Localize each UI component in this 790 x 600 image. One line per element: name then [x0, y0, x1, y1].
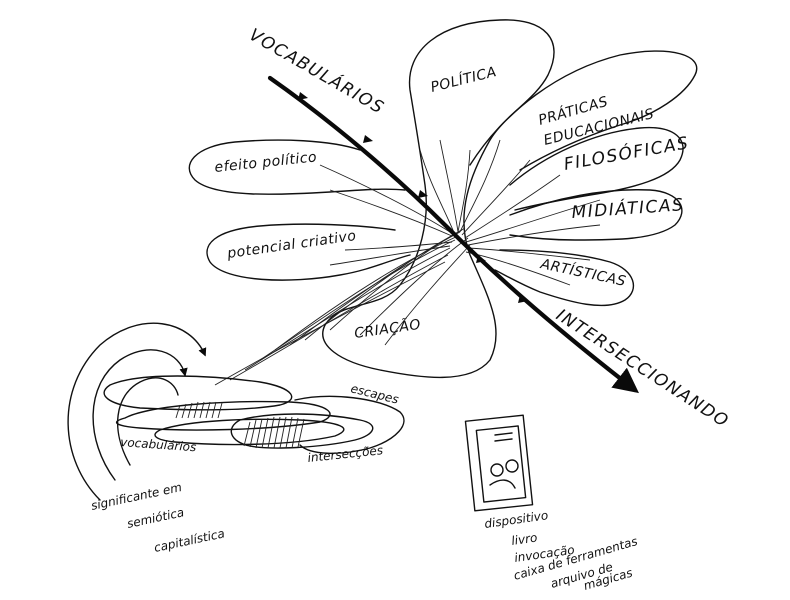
label-midiaticas: MIDIÁTICAS — [571, 193, 685, 223]
main-arrow — [267, 75, 639, 394]
petal-potencial-criativo — [206, 223, 411, 281]
label-criacao: CRIAÇÃO — [353, 316, 422, 342]
main-arrow-ticks — [298, 92, 528, 303]
capitalistic-arcs — [67, 322, 207, 501]
label-interseccionando: INTERSECCIONANDO — [552, 305, 732, 432]
dispositivo-book — [464, 414, 534, 512]
label-dispositivo-2: livro — [510, 530, 538, 547]
vocabularios-cluster — [103, 375, 405, 455]
flow-lines — [214, 139, 601, 386]
petal-artisticas — [494, 249, 635, 307]
petal-filosoficas — [509, 126, 684, 211]
label-efeito-politico: efeito político — [214, 149, 318, 176]
petal-praticas — [469, 50, 698, 171]
petal-efeito-politico — [188, 139, 406, 195]
label-significante-3: capitalística — [153, 526, 226, 555]
label-artisticas: ARTÍSTICAS — [538, 255, 627, 290]
label-vocabularios: VOCABULÁRIOS — [246, 23, 389, 118]
label-politica: POLÍTICA — [429, 63, 499, 96]
label-escapes: escapes — [349, 381, 400, 406]
label-vocabularios-small: vocabulários — [120, 435, 197, 454]
petal-midiaticas — [509, 189, 683, 241]
label-potencial-criativo: potencial criativo — [225, 228, 357, 262]
label-significante-2: semiótica — [126, 505, 186, 531]
label-dispositivo-1: dispositivo — [483, 508, 549, 531]
